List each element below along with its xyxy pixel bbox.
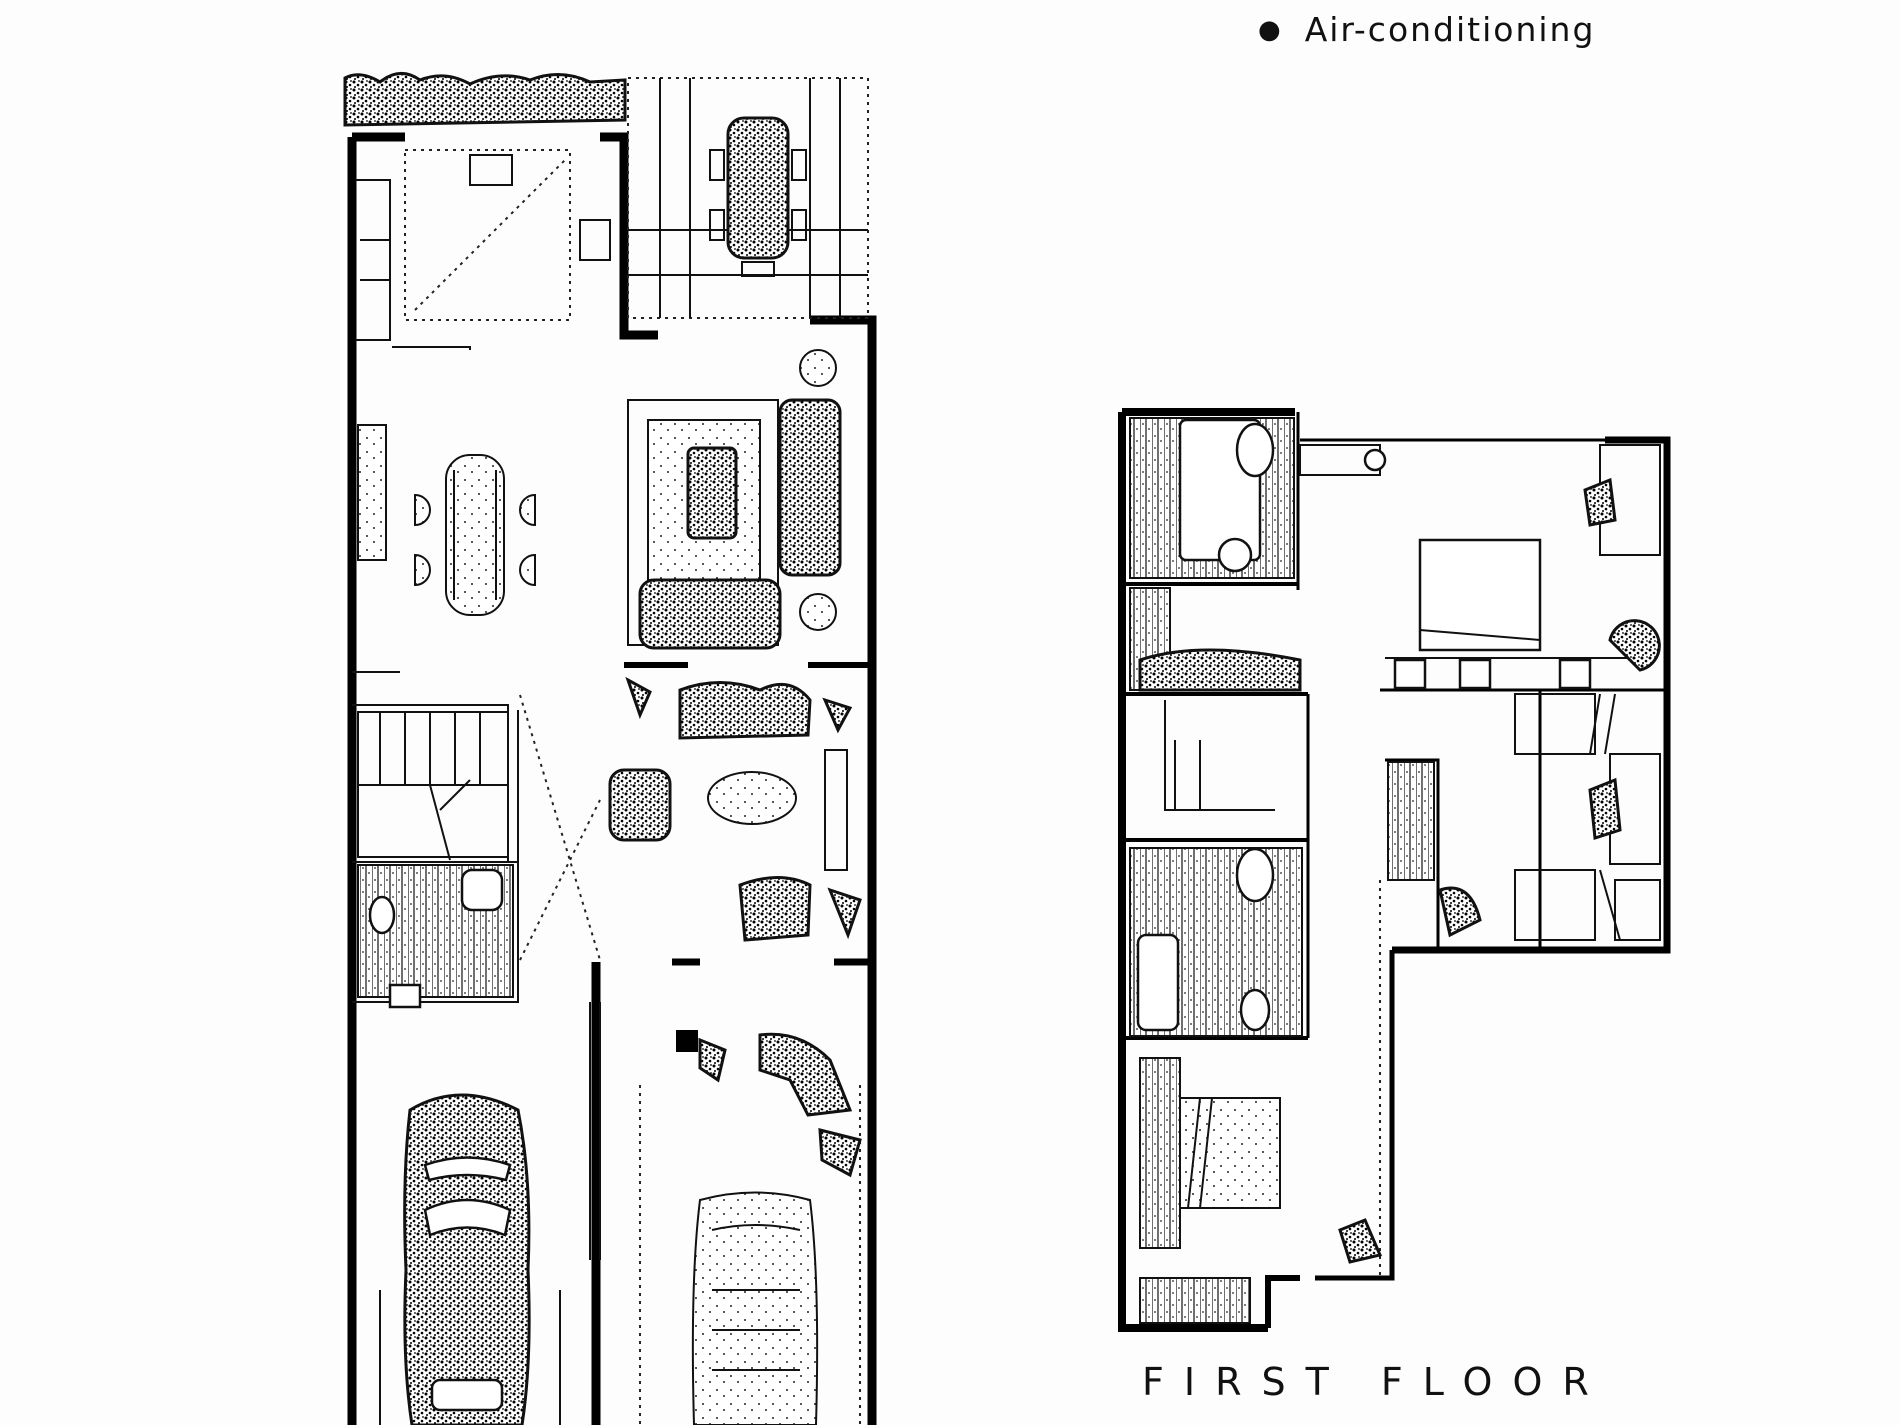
rear-deck [627,77,869,319]
ground-floor-plan [343,72,877,1425]
kitchen [355,149,611,341]
car-in-carport [691,1191,819,1425]
bedroom-two [1514,693,1661,941]
feature-bullet: ● Air-conditioning [1258,10,1595,49]
first-floor-walls [1118,408,1671,1332]
first-floor-plan [1118,408,1671,1332]
lower-bathroom [1129,847,1303,1037]
bedroom-three [1139,1057,1281,1324]
hall-and-stairs [1338,761,1482,1280]
stairs [357,711,509,861]
dining-table [357,424,536,616]
wardrobe-upper [1129,587,1302,692]
bullet-dot-icon: ● [1258,15,1283,45]
family-room [519,676,862,961]
lounge-suite [627,349,842,650]
garden-hedge [343,72,627,127]
laundry [357,864,514,1009]
car-in-garage [403,1093,531,1425]
upper-bathroom [1129,417,1387,579]
feature-text: Air-conditioning [1304,10,1596,49]
entry-planting [698,1032,862,1178]
first-floor-label: FIRST FLOOR [1142,1360,1609,1404]
master-bedroom [1385,444,1661,690]
outdoor-dining-table [709,116,807,277]
